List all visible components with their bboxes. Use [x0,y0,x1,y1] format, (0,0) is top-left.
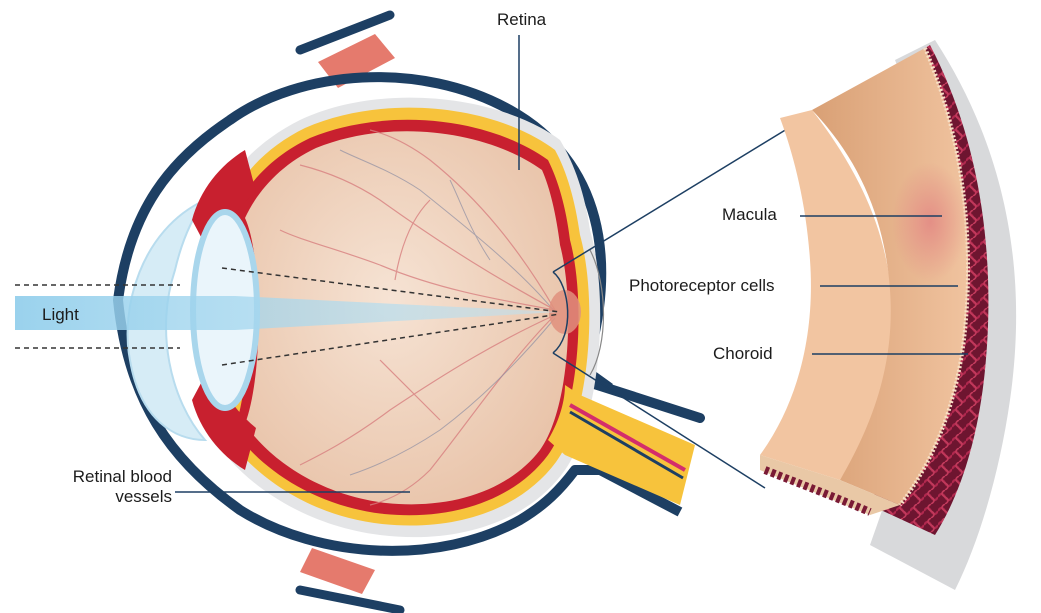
macula-label: Macula [722,205,777,225]
retinal-blood-vessels-label-line1: Retinal blood [42,467,172,487]
choroid-label: Choroid [713,344,773,364]
retina-label: Retina [497,10,546,30]
photoreceptor-cells-label: Photoreceptor cells [629,276,775,296]
retinal-blood-vessels-label: Retinal blood vessels [42,467,172,507]
optic-nerve [548,385,695,505]
macula-zoom-spot [892,162,968,282]
light-label: Light [42,305,79,325]
retina-cross-section [760,40,1016,590]
retinal-blood-vessels-label-line2: vessels [42,487,172,507]
eye-muscle-bottom [300,548,400,610]
